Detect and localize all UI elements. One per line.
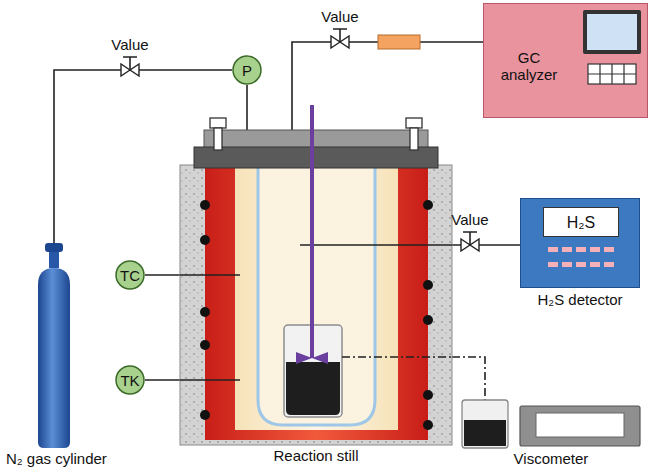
coil-dot [423,315,433,325]
gc-screen [587,14,637,50]
h2s-detector: H₂S detectorH₂S [520,198,640,288]
valve-handle [123,57,137,70]
lid-bolt-head [406,118,422,128]
stirrer-shaft [310,105,314,358]
gc-analyzer: GC analyzer [483,3,648,118]
coil-dot [423,420,433,430]
gauge-outline [116,366,144,394]
gas-sampling-pipe [292,42,483,130]
indicator-bar [576,262,586,267]
lid-bolt-head [210,118,226,128]
detector-body [520,198,640,288]
viscometer-display [536,413,624,437]
detector-display: H₂S [543,207,619,237]
coil-dot [423,280,433,290]
display-text: H₂S [567,214,595,231]
sample-transfer [452,357,485,400]
indicator-bar [548,262,558,267]
valve-handle [333,29,347,42]
cylinder-neck [49,252,59,268]
coil-dot [200,410,210,420]
indicator-bar [576,247,586,252]
gc-keypad-grid [588,64,636,84]
signal-wire [145,274,180,276]
stirrer-blade [296,352,328,364]
gauge-label: P [242,62,252,79]
cylinder-body [38,268,70,448]
gas-cylinder: N₂ gas cylinder [36,243,72,448]
gc-keypad [588,64,636,84]
viscometer: Viscometer [460,400,642,448]
coil-dot [200,307,210,317]
lid-flange [194,147,438,168]
coil-dot [200,235,210,245]
label-anchor: Value [300,8,380,25]
indicator-bar [590,262,600,267]
inner-chamber [235,168,398,430]
detector-indicators [548,247,614,267]
indicator-bar [548,247,558,252]
instrument-label: Viscometer [460,450,642,467]
coil-dot [200,200,210,210]
cylinder-cap [45,243,63,252]
indicator-bar [562,262,572,267]
gas-sampling-line [300,244,452,246]
apparatus-label: N₂ gas cylinder [6,450,42,467]
heating-coil [200,200,433,430]
label-anchor: Value [430,211,510,228]
instrument-label: GC analyzer [494,49,564,83]
pressure-gauge: P [232,55,262,85]
coil-dot [423,200,433,210]
insulation-jacket [180,165,452,445]
viscometer-sample [464,420,506,446]
gc-body [483,3,648,118]
thermocouple-gauge: TC [115,260,145,290]
gauge-outline [116,261,144,289]
indicator-bar [604,262,614,267]
viscometer-cup [462,400,508,448]
gc-screen-frame [583,10,641,54]
apparatus-label: Reaction still [180,447,452,464]
valve-label: Value [300,8,380,25]
temperature-probe [180,379,240,381]
viscometer-unit [520,406,640,446]
lid-bolt [214,128,222,150]
gauge-label: TC [120,267,140,284]
valve-handle [463,232,477,245]
valve-label: Value [430,211,510,228]
lid-bolt [410,128,418,150]
reaction-still: Reaction still [180,130,452,445]
coil-dot [200,340,210,350]
pressure-line [246,85,248,130]
gauge-outline [233,56,261,84]
sample-transfer-line [342,356,452,358]
reactor-vessel [258,168,375,425]
gauge-label: TK [120,372,139,389]
valve-label: Value [90,36,170,53]
thermocouple-probe [180,274,240,276]
indicator-bar [590,247,600,252]
lid-top [204,130,428,148]
label-anchor: Value [90,36,170,53]
coil-dot [423,390,433,400]
instrument-label: H₂S detector [521,291,639,308]
indicator-bar [562,247,572,252]
indicator-bar [604,247,614,252]
signal-wire [145,379,180,381]
oil-sample [286,362,340,415]
temperature-gauge: TK [115,365,145,395]
filter-symbol [378,35,420,49]
heating-zone [205,168,428,440]
